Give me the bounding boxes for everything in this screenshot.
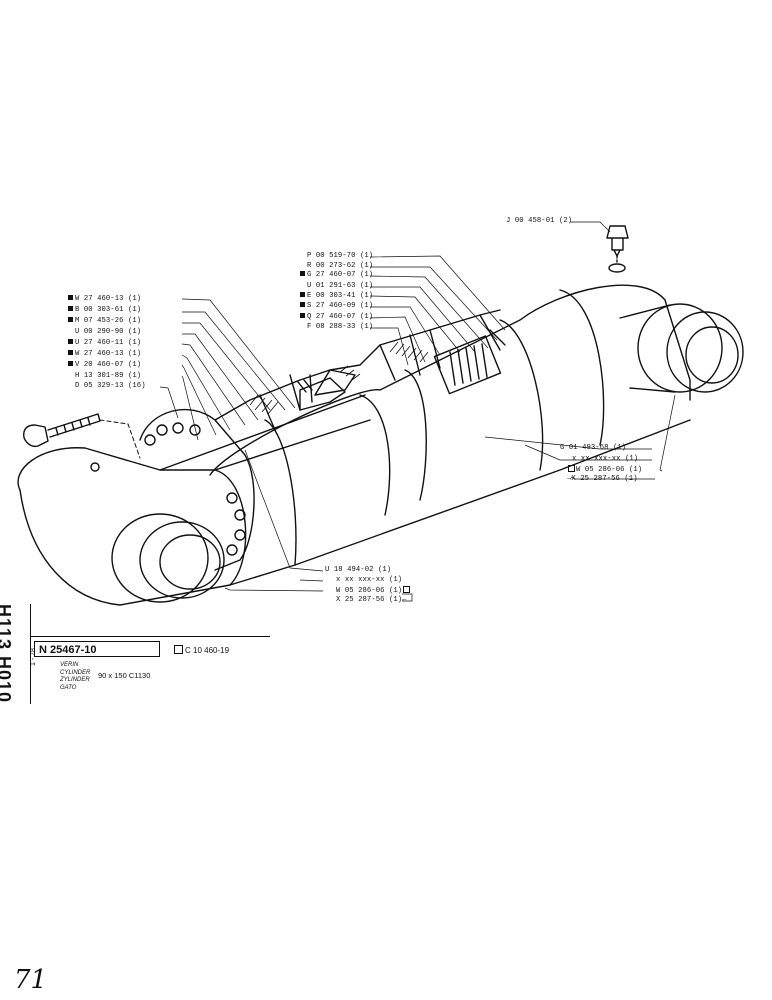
rear-eye-bushing bbox=[666, 311, 744, 393]
rod-eye-bushing bbox=[139, 521, 225, 599]
callout-bottom-4: X 25 287-56 (1)← bbox=[336, 596, 407, 604]
callout-top-8: F 08 288-33 (1) bbox=[307, 323, 374, 331]
cap-screw bbox=[23, 424, 49, 447]
piston-rod bbox=[159, 394, 371, 471]
callout-top-2: R 00 273-62 (1) bbox=[307, 262, 374, 270]
grease-fitting bbox=[606, 225, 629, 257]
callout-left-3: M 07 453-26 (1) bbox=[68, 317, 141, 326]
reference-code: C 10 460-19 bbox=[174, 645, 229, 655]
callout-left-6: W 27 460-13 (1) bbox=[68, 350, 141, 359]
piston-head bbox=[299, 377, 346, 411]
callout-bottom-3: W 05 286-06 (1) bbox=[336, 586, 411, 596]
part-names: VERIN CYLINDER ZYLINDER GATO bbox=[60, 662, 90, 692]
callout-left-9: D 05 329-13 (16) bbox=[75, 382, 146, 390]
callout-fitting: J 00 458-01 (2) bbox=[506, 217, 573, 225]
callout-left-7: V 20 460-07 (1) bbox=[68, 361, 141, 370]
part-name-de: ZYLINDER bbox=[60, 677, 90, 683]
part-name-en: CYLINDER bbox=[60, 669, 91, 676]
rear-eye-bore bbox=[637, 303, 723, 393]
part-number: N 25467-10 bbox=[34, 641, 160, 657]
callout-bottom-2: x xx xxx-xx (1) bbox=[336, 576, 403, 584]
rod-eye-bore bbox=[111, 513, 209, 603]
title-block-top-rule bbox=[30, 636, 270, 637]
callout-top-7: Q 27 460-07 (1) bbox=[300, 313, 373, 322]
callout-right-1: G 01 493-68 (1) bbox=[560, 444, 627, 452]
side-code: H113 H010 bbox=[0, 604, 14, 704]
callout-left-4: U 00 290-90 (1) bbox=[75, 328, 142, 336]
callout-top-5: E 00 303-41 (1) bbox=[300, 292, 373, 301]
rod-eye-housing bbox=[17, 447, 247, 606]
callout-right-4: →X 25 287-56 (1) bbox=[567, 475, 638, 483]
title-block-rule bbox=[30, 604, 31, 704]
callout-top-4: U 01 291-63 (1) bbox=[307, 282, 374, 290]
callout-left-5: U 27 460-11 (1) bbox=[68, 339, 141, 348]
page-number: 71 bbox=[14, 965, 48, 995]
callout-left-8: H 13 301-89 (1) bbox=[75, 372, 142, 380]
callout-top-6: S 27 460-09 (1) bbox=[300, 302, 373, 311]
part-name-fr: VERIN bbox=[60, 662, 79, 668]
cylinder-tube bbox=[209, 284, 691, 476]
gland-flange bbox=[139, 408, 255, 571]
callout-top-1: P 00 519-70 (1) bbox=[307, 252, 374, 260]
reference-box-icon bbox=[174, 645, 183, 654]
callout-right-2: x xx xxx-xx (1) bbox=[572, 455, 639, 463]
callout-top-3: G 27 460-07 (1) bbox=[300, 271, 373, 280]
callout-left-2: B 00 303-61 (1) bbox=[68, 306, 141, 315]
callout-bottom-1: U 18 494-02 (1) bbox=[325, 566, 392, 574]
callout-left-1: W 27 460-13 (1) bbox=[68, 295, 141, 304]
part-name-es: GATO bbox=[60, 684, 77, 691]
callout-right-3: W 05 286-06 (1) bbox=[567, 465, 642, 475]
grease-hole bbox=[90, 462, 100, 472]
part-dimensions: 90 x 150 C1130 bbox=[98, 671, 151, 680]
